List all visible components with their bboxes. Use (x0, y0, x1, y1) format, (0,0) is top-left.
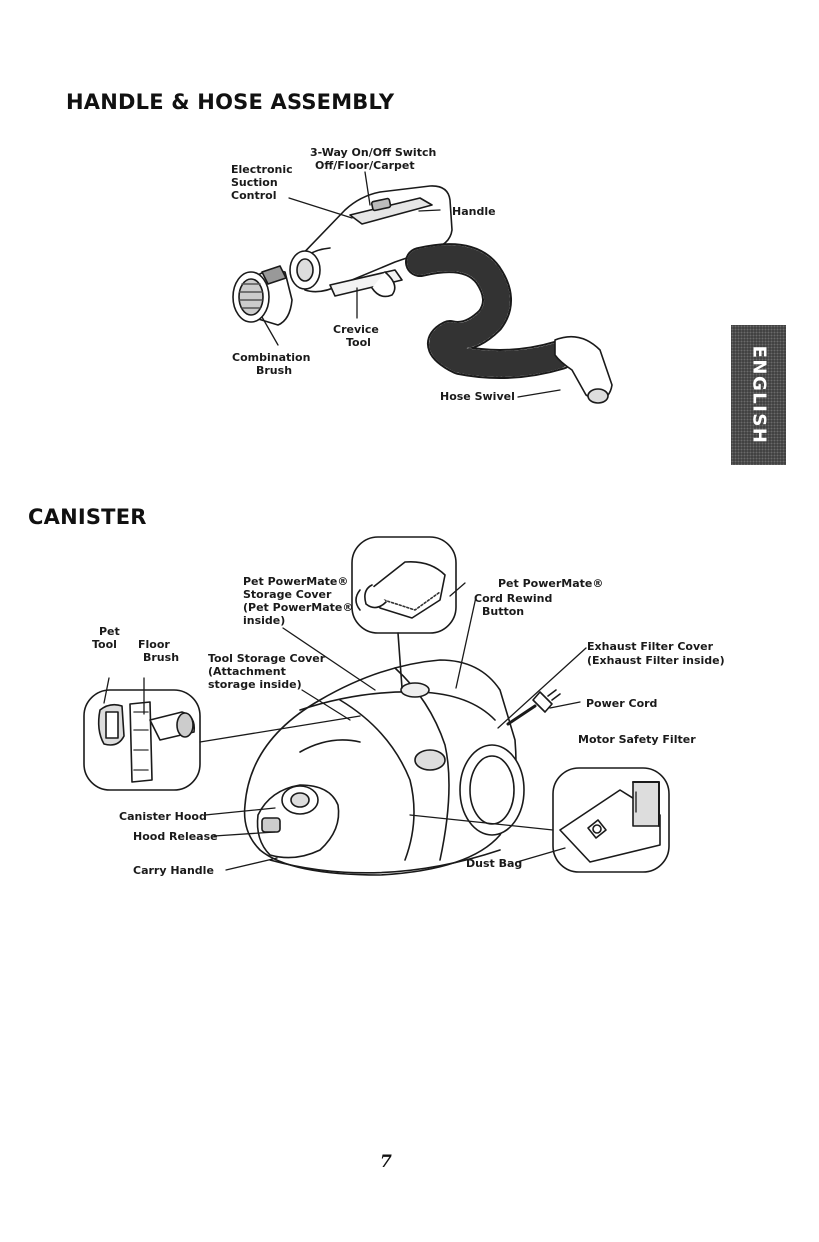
label-pm-storage-3: (Pet PowerMate® (243, 601, 353, 614)
hose-illustration (420, 258, 612, 403)
label-cord-rewind: Cord Rewind (474, 592, 552, 605)
label-electronic: Electronic (231, 163, 293, 176)
label-crevice-tool: Tool (346, 336, 371, 349)
label-control: Control (231, 189, 276, 202)
label-motor-safety-filter: Motor Safety Filter (578, 733, 696, 746)
page-number: 7 (380, 1152, 392, 1172)
label-combination: Combination (232, 351, 310, 364)
label-floor: Floor (138, 638, 170, 651)
language-tab-text: ENGLISH (748, 346, 769, 445)
combination-brush-illustration (233, 266, 292, 325)
section-title-handle-hose: HANDLE & HOSE ASSEMBLY (66, 90, 394, 114)
label-pm-storage-1: Pet PowerMate® (243, 575, 348, 588)
label-power-cord: Power Cord (586, 697, 657, 710)
label-pm-storage-2: Storage Cover (243, 588, 331, 601)
label-pm-storage-4: inside) (243, 614, 285, 627)
label-hood-release: Hood Release (133, 830, 218, 843)
label-exhaust-filter-cover: Exhaust Filter Cover (587, 640, 713, 653)
section-title-canister: CANISTER (28, 505, 147, 529)
canister-illustration (245, 660, 560, 875)
label-canister-hood: Canister Hood (119, 810, 207, 823)
label-pet: Pet (99, 625, 120, 638)
label-tool-storage-2: (Attachment (208, 665, 286, 678)
label-tool-storage-3: storage inside) (208, 678, 302, 691)
language-tab: ENGLISH (731, 325, 786, 465)
label-suction: Suction (231, 176, 278, 189)
label-3-way-switch: 3-Way On/Off Switch (310, 146, 436, 159)
label-hose-swivel: Hose Swivel (440, 390, 515, 403)
label-dust-bag: Dust Bag (466, 857, 522, 870)
label-carry-handle: Carry Handle (133, 864, 214, 877)
label-cord-rewind-button: Button (482, 605, 524, 618)
label-exhaust-filter-inside: (Exhaust Filter inside) (587, 654, 725, 667)
label-floor-brush: Brush (143, 651, 179, 664)
label-crevice: Crevice (333, 323, 379, 336)
label-handle: Handle (452, 205, 496, 218)
handle-illustration (290, 186, 452, 297)
label-switch-modes: Off/Floor/Carpet (315, 159, 415, 172)
label-brush: Brush (256, 364, 292, 377)
label-tool-storage-1: Tool Storage Cover (208, 652, 325, 665)
label-pet-tool: Tool (92, 638, 117, 651)
label-pet-powermate: Pet PowerMate® (498, 577, 603, 590)
